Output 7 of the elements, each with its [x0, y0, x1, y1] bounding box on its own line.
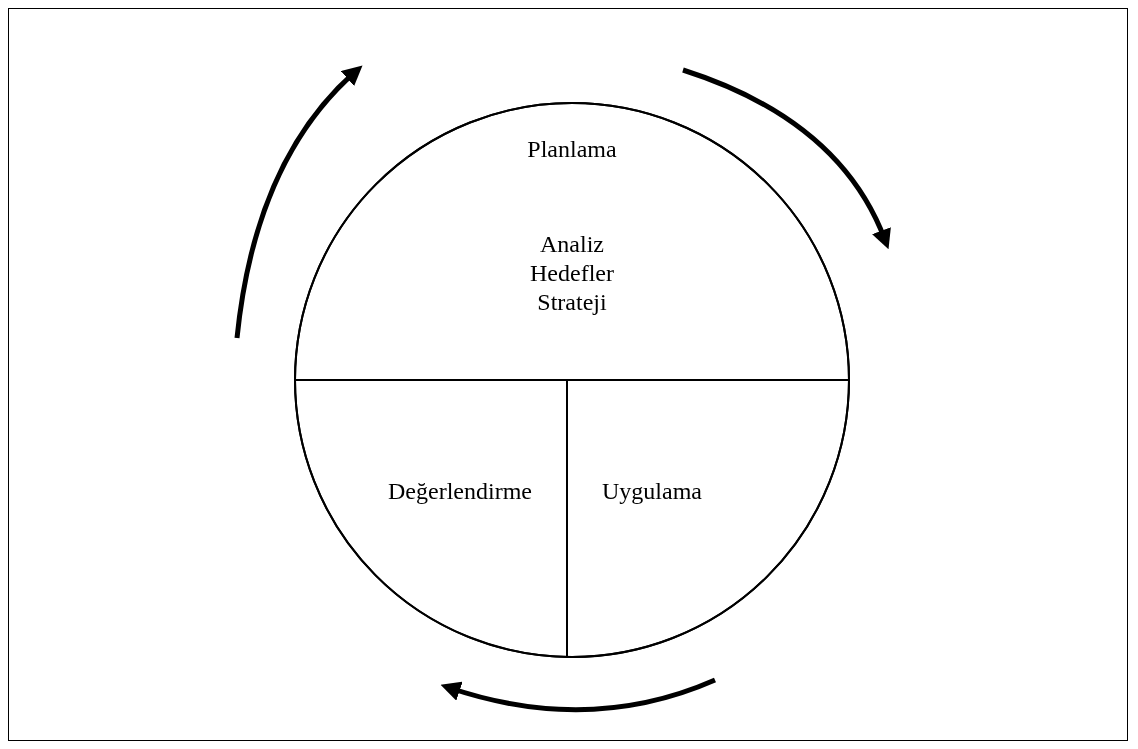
stage-label: Planlama [526, 135, 618, 164]
stage-label: Değerlendirme [387, 477, 533, 506]
circle-sector [295, 103, 849, 380]
circle-sector [295, 380, 567, 657]
stage-label: Uygulama [601, 477, 703, 506]
stage-items: Analiz Hedefler Strateji [529, 230, 615, 317]
circle-sector [567, 380, 849, 657]
